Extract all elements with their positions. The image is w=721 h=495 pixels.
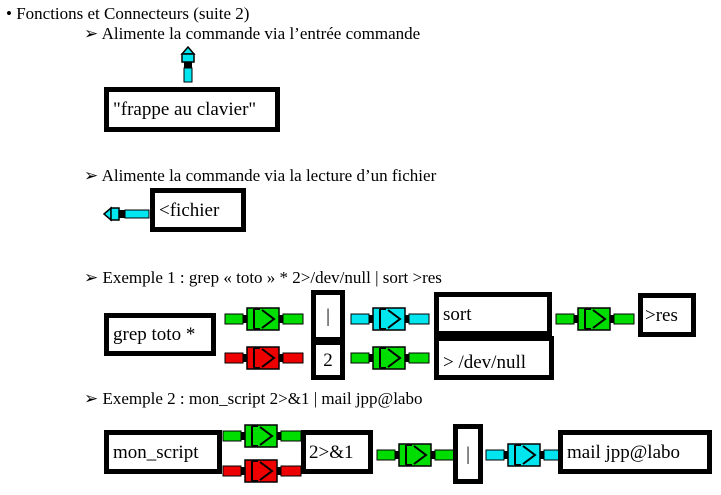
redirect-2-to-1-box: 2>&1 bbox=[301, 430, 373, 474]
mail-box: mail jpp@labo bbox=[558, 430, 712, 474]
stdout-connector bbox=[222, 422, 302, 450]
bullet-text: Alimente la commande via la lecture d’un… bbox=[101, 166, 437, 185]
arrow-bullet-icon: ➢ bbox=[84, 268, 99, 287]
arrow-bullet-icon: ➢ bbox=[84, 166, 99, 185]
bullet-example-1: ➢ Exemple 1 : grep « toto » * 2>/dev/nul… bbox=[84, 268, 442, 288]
slide-title: • Fonctions et Connecteurs (suite 2) bbox=[6, 4, 250, 23]
arrow-bullet-icon: ➢ bbox=[84, 24, 99, 43]
bullet-text: Exemple 1 : grep « toto » * 2>/dev/null … bbox=[102, 268, 442, 287]
stdin-connector-vertical bbox=[180, 45, 196, 83]
keyboard-input-box: "frappe au clavier" bbox=[104, 87, 280, 132]
arrow-bullet-icon: ➢ bbox=[84, 389, 99, 408]
fichier-box: <fichier bbox=[150, 188, 246, 232]
stderr-connector bbox=[222, 457, 302, 485]
stdout-connector bbox=[350, 344, 430, 372]
bullet-example-2: ➢ Exemple 2 : mon_script 2>&1 | mail jpp… bbox=[84, 389, 422, 409]
stdin-connector bbox=[485, 441, 565, 469]
mon-script-box: mon_script bbox=[104, 430, 222, 474]
pipe-box: | bbox=[453, 424, 483, 484]
grep-box: grep toto * bbox=[104, 313, 216, 356]
stdin-connector-horizontal bbox=[102, 206, 150, 222]
stdout-connector bbox=[376, 441, 456, 469]
devnull-box: > /dev/null bbox=[434, 336, 554, 380]
bullet-stdin-file: ➢ Alimente la commande via la lecture d’… bbox=[84, 166, 436, 186]
stderr-connector bbox=[224, 344, 304, 372]
fd2-box: 2 bbox=[311, 340, 345, 380]
bullet-stdin-keyboard: ➢ Alimente la commande via l’entrée comm… bbox=[84, 24, 420, 44]
stdout-connector bbox=[555, 305, 635, 333]
res-box: >res bbox=[638, 293, 696, 337]
stdout-connector bbox=[224, 305, 304, 333]
bullet-text: Exemple 2 : mon_script 2>&1 | mail jpp@l… bbox=[102, 389, 423, 408]
pipe-box: | bbox=[311, 290, 345, 342]
sort-box: sort bbox=[434, 292, 552, 336]
bullet-text: Alimente la commande via l’entrée comman… bbox=[101, 24, 421, 43]
stdin-connector bbox=[350, 305, 430, 333]
